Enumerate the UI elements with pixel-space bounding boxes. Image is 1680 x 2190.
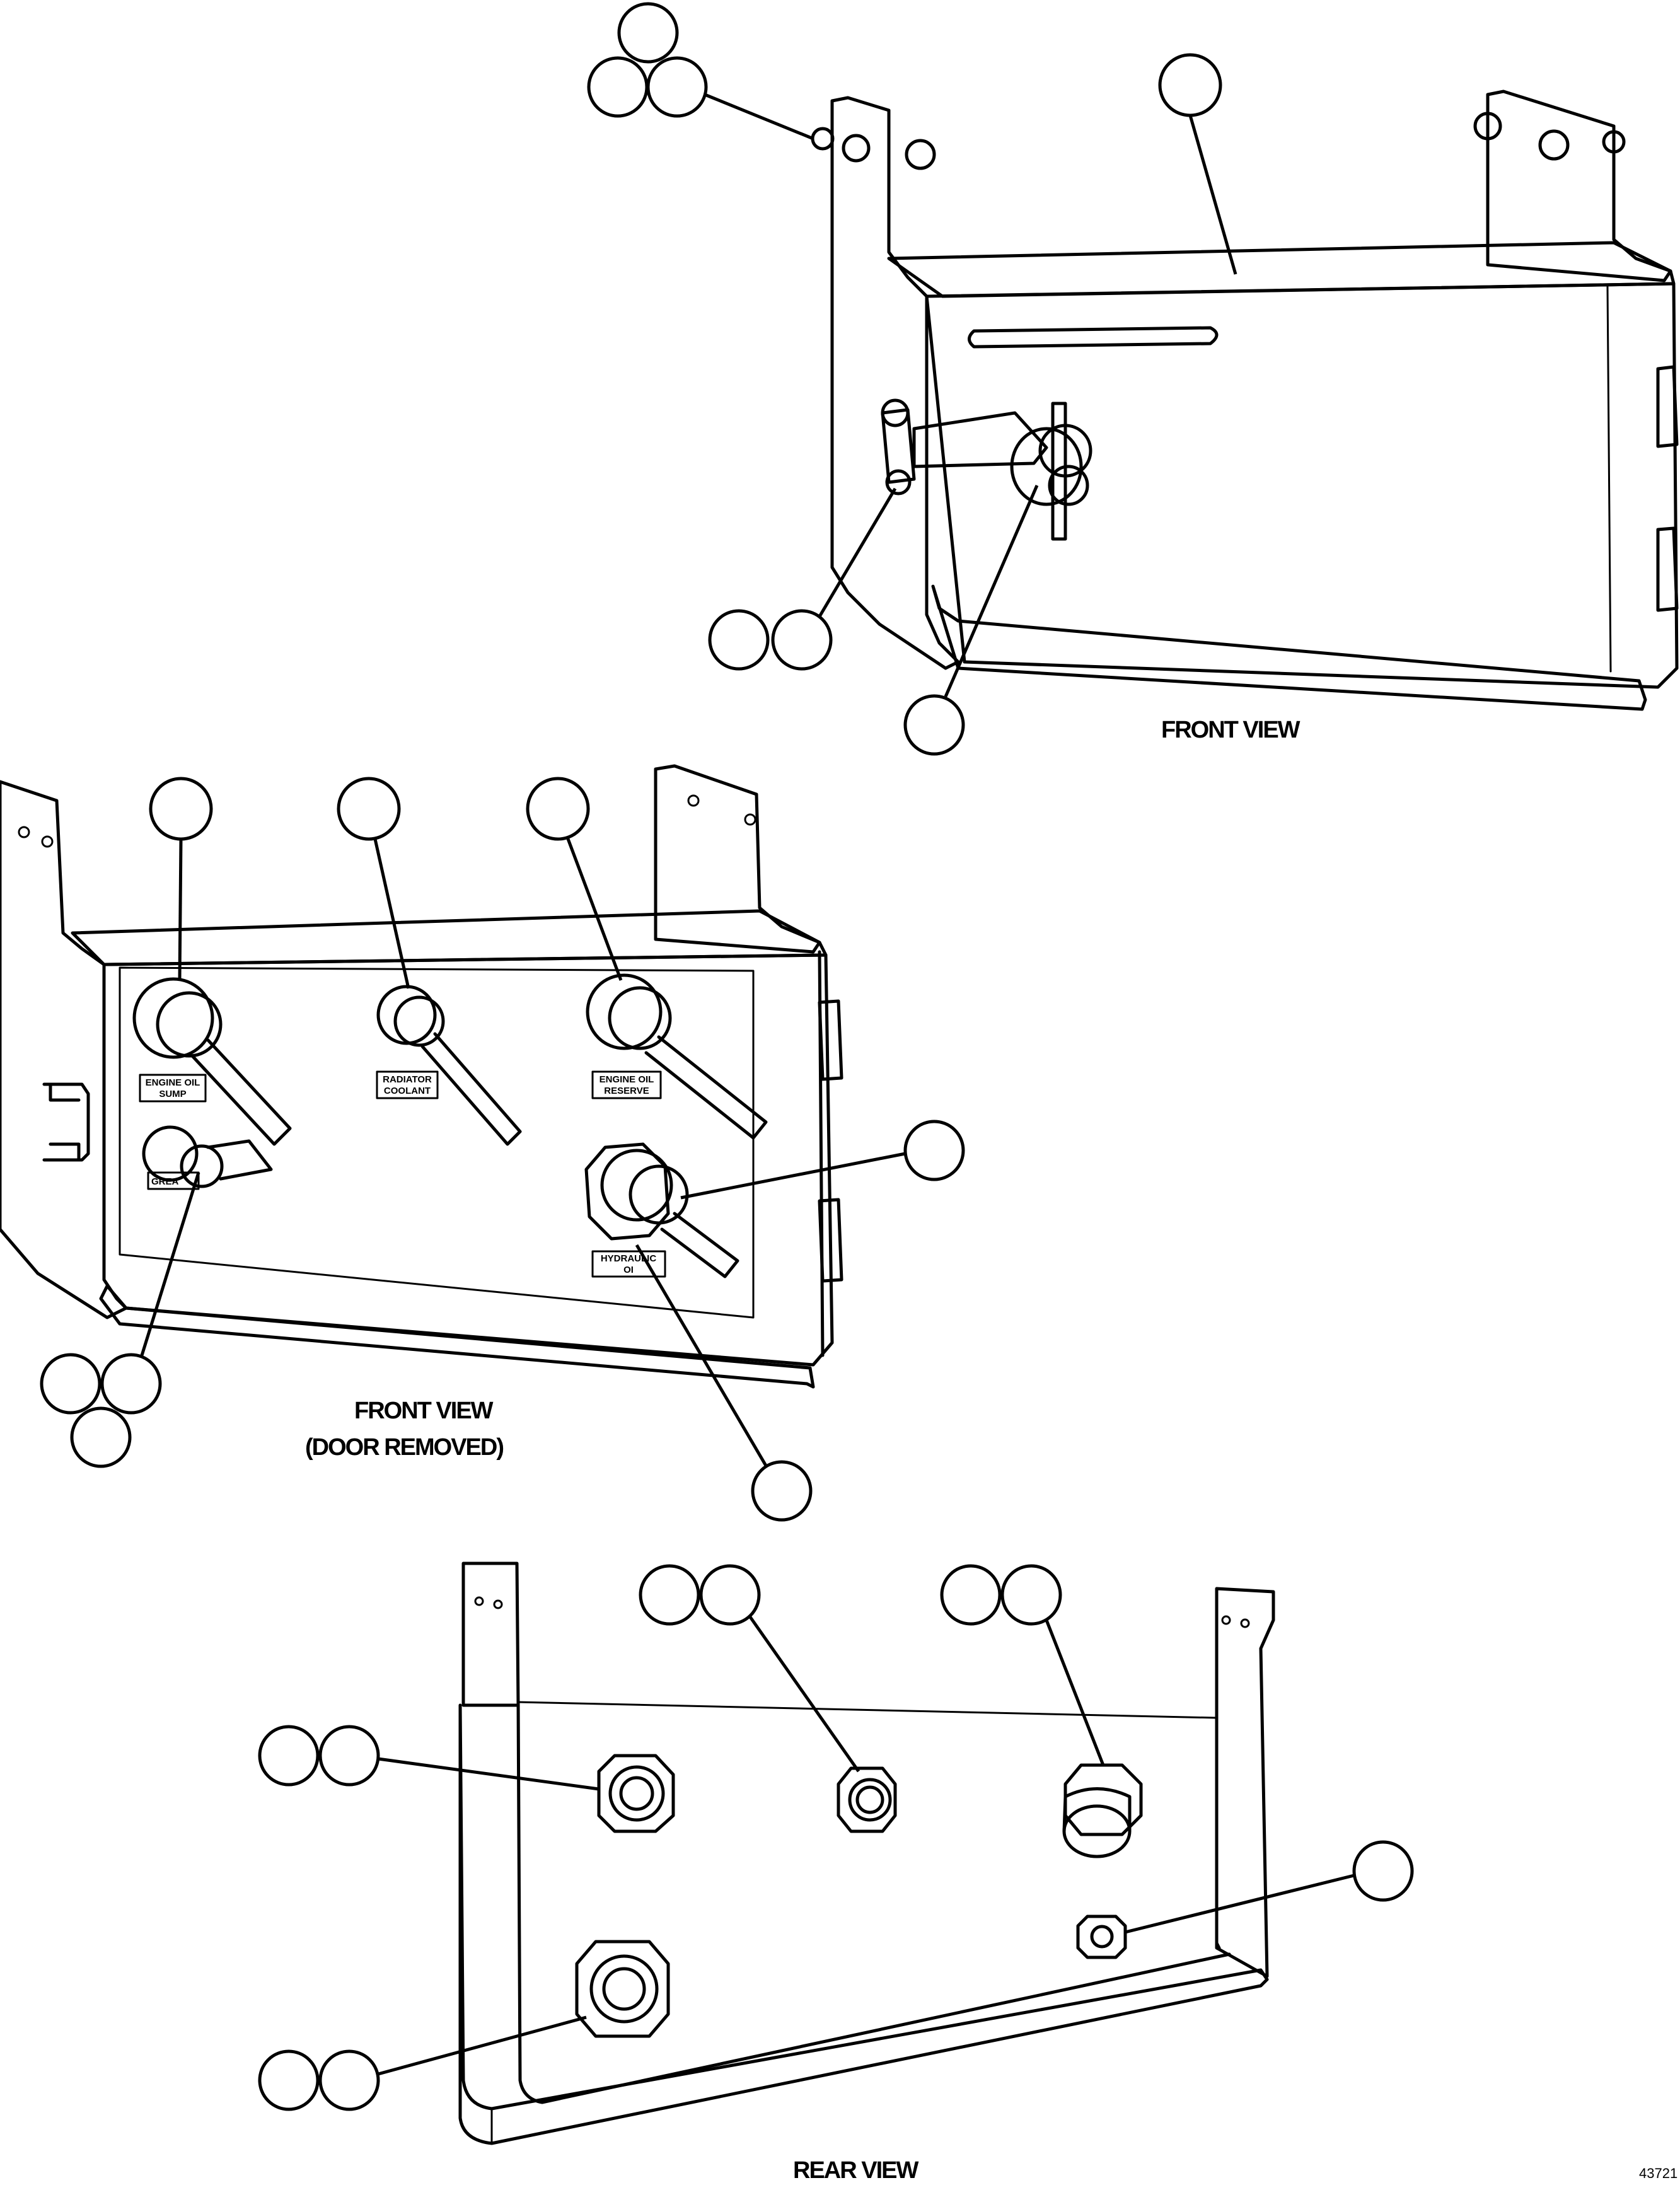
front-view-label: FRONT VIEW <box>1161 717 1301 743</box>
bottom-flange <box>931 584 1647 711</box>
mounting-bolts <box>811 112 1626 170</box>
rear-outer-frame <box>458 1703 1269 2145</box>
callout-front-3b <box>771 609 833 671</box>
rear-inner-frame <box>516 1700 1231 2104</box>
callout-rear-3a <box>258 1725 320 1787</box>
front-view-assembly: FRONT VIEW <box>587 2 1679 756</box>
door-latch <box>881 398 1092 541</box>
top-lip <box>887 241 1676 298</box>
bottom-flange-open <box>99 1284 815 1389</box>
hydraulic-oil-tag-line2: OI <box>623 1265 634 1275</box>
rear-fitting-large-2 <box>575 1940 670 2038</box>
engine-oil-reserve-fitting: ENGINE OIL RESERVE <box>586 973 768 1140</box>
hinge-upper-open <box>818 999 843 1081</box>
door-hinge-edge <box>1606 286 1612 673</box>
grease-fitting: GREA <box>142 1125 273 1190</box>
figure-id: 43721 <box>1639 2165 1677 2181</box>
top-lip-open <box>71 909 828 966</box>
side-tab <box>42 1082 90 1162</box>
radiator-coolant-tag-line1: RADIATOR <box>383 1074 432 1085</box>
callout-front-4 <box>903 694 965 756</box>
right-bracket-open <box>654 764 821 954</box>
left-bracket-open <box>0 780 128 1319</box>
callout-rear-2b <box>1000 1564 1062 1626</box>
rear-fitting-small <box>837 1766 897 1833</box>
hinge-lower <box>1656 526 1679 612</box>
engine-oil-reserve-tag-line1: ENGINE OIL <box>600 1074 654 1085</box>
rear-left-bracket <box>461 1561 520 1707</box>
callout-open-5 <box>751 1460 813 1522</box>
door-handle-slot <box>968 326 1219 349</box>
right-mounting-bracket <box>1486 90 1672 282</box>
callout-rear-1a <box>639 1564 700 1626</box>
callout-open-3 <box>526 777 590 841</box>
callout-front-1c <box>646 56 708 118</box>
hinge-upper <box>1656 365 1679 448</box>
callout-rear-4 <box>1352 1840 1414 1902</box>
access-door <box>925 282 1679 689</box>
rear-grease-nipple <box>1076 1915 1127 1959</box>
back-wall <box>119 966 755 1319</box>
grease-tag: GREA <box>151 1176 179 1187</box>
callout-front-3a <box>708 609 770 671</box>
hinge-lower-open <box>818 1198 843 1283</box>
front-view-door-removed-assembly: ENGINE OIL SUMP RADIATOR COOLANT ENGINE … <box>0 764 965 1522</box>
left-mounting-bracket <box>830 96 960 670</box>
rear-fitting-large-1 <box>597 1754 675 1833</box>
callout-open-6c <box>70 1406 132 1468</box>
radiator-coolant-fitting: RADIATOR COOLANT <box>376 985 522 1146</box>
front-view-door-removed-label-1: FRONT VIEW <box>354 1398 494 1424</box>
callout-rear-3b <box>318 1725 380 1787</box>
front-view-door-removed-label-2: (DOOR REMOVED) <box>305 1434 503 1461</box>
callout-rear-1b <box>699 1564 761 1626</box>
engine-oil-sump-tag-line2: SUMP <box>159 1089 186 1099</box>
callout-front-1a <box>617 2 679 64</box>
rear-right-bracket <box>1215 1587 1275 1978</box>
rear-view-label: REAR VIEW <box>793 2157 918 2184</box>
engine-oil-sump-fitting: ENGINE OIL SUMP <box>132 977 292 1146</box>
engine-oil-reserve-tag-line2: RESERVE <box>604 1086 649 1096</box>
rear-panel <box>517 1701 1221 1949</box>
callout-rear-5a <box>258 2049 320 2111</box>
box-body <box>102 953 834 1367</box>
callout-front-1b <box>587 56 649 118</box>
callout-open-6b <box>100 1353 162 1415</box>
rear-view-assembly: REAR VIEW <box>258 1561 1414 2184</box>
callout-front-2 <box>1158 53 1222 117</box>
callout-open-1 <box>149 777 213 841</box>
radiator-coolant-tag-line2: COOLANT <box>384 1086 431 1096</box>
rear-fitting-cap <box>1062 1763 1143 1858</box>
callout-open-6a <box>40 1353 101 1415</box>
hydraulic-oil-fitting: HYDRAULIC OI <box>584 1142 739 1278</box>
callout-open-4 <box>903 1120 965 1181</box>
callout-open-2 <box>337 777 401 841</box>
callout-rear-5b <box>318 2049 380 2111</box>
callout-rear-2a <box>940 1564 1002 1626</box>
engine-oil-sump-tag-line1: ENGINE OIL <box>146 1077 200 1088</box>
